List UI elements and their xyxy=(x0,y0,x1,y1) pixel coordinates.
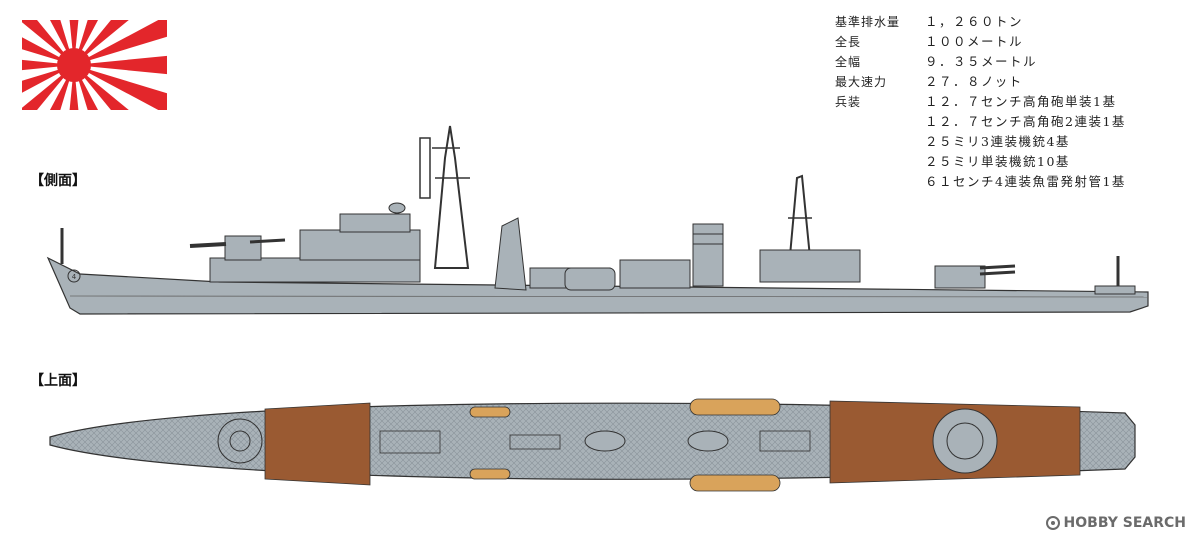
watermark-text: HOBBY SEARCH xyxy=(1063,515,1186,531)
spec-row: 兵装 １２．７センチ高角砲単装1基 １２．７センチ高角砲2連装1基 ２５ミリ3連装機銃… xyxy=(835,92,1126,192)
flag-ray xyxy=(74,65,129,110)
flag-ray xyxy=(74,20,167,65)
flag-ray xyxy=(69,65,79,110)
naval-ensign-flag xyxy=(22,20,167,110)
top-view-label: 【上面】 xyxy=(30,373,86,389)
spec-label: 全長 xyxy=(835,35,862,49)
spec-value: １，２６０トン xyxy=(925,14,1024,29)
spec-value: ９．３５メートル xyxy=(925,54,1038,69)
spec-row: 最大速力 ２７．８ノット xyxy=(835,72,1126,92)
ship-top-plan xyxy=(49,398,1136,492)
side-view-label: 【側面】 xyxy=(30,173,86,189)
spec-value: １２．７センチ高角砲単装1基 xyxy=(925,94,1117,109)
spec-label: 兵装 xyxy=(835,95,862,109)
flag-ray xyxy=(74,55,167,75)
spec-label: 最大速力 xyxy=(835,75,888,89)
specifications-table: 基準排水量 １，２６０トン全長 １００メートル全幅 ９．３５メートル最大速力 ２７．８ノ… xyxy=(835,12,1126,192)
spec-label: 基準排水量 xyxy=(835,15,901,29)
spec-row: 全幅 ９．３５メートル xyxy=(835,52,1126,72)
flag-ray xyxy=(22,65,74,110)
hull-number-mark: 4 xyxy=(72,273,77,281)
flag-ray xyxy=(69,20,79,65)
spec-value: ２５ミリ単装機銃10基 xyxy=(925,154,1070,169)
spec-value: ２５ミリ3連装機銃4基 xyxy=(925,134,1070,149)
flag-ray xyxy=(74,20,129,65)
flag-ray xyxy=(74,20,99,65)
spec-value: １２．７センチ高角砲2連装1基 xyxy=(925,114,1126,129)
spec-value: １００メートル xyxy=(925,34,1024,49)
spec-value: ２７．８ノット xyxy=(925,74,1023,89)
flag-ray xyxy=(74,65,167,110)
spec-value: ６１センチ4連装魚雷発射管1基 xyxy=(925,174,1126,189)
hobby-search-watermark: HOBBY SEARCH xyxy=(1045,515,1186,531)
ship-side-profile: 4 xyxy=(46,125,1149,315)
spec-row: 基準排水量 １，２６０トン xyxy=(835,12,1126,32)
flag-ray xyxy=(22,59,74,71)
spec-row: 全長 １００メートル xyxy=(835,32,1126,52)
spec-label: 全幅 xyxy=(835,55,862,69)
hobby-search-logo-icon xyxy=(1045,516,1060,530)
flag-ray xyxy=(22,20,74,65)
